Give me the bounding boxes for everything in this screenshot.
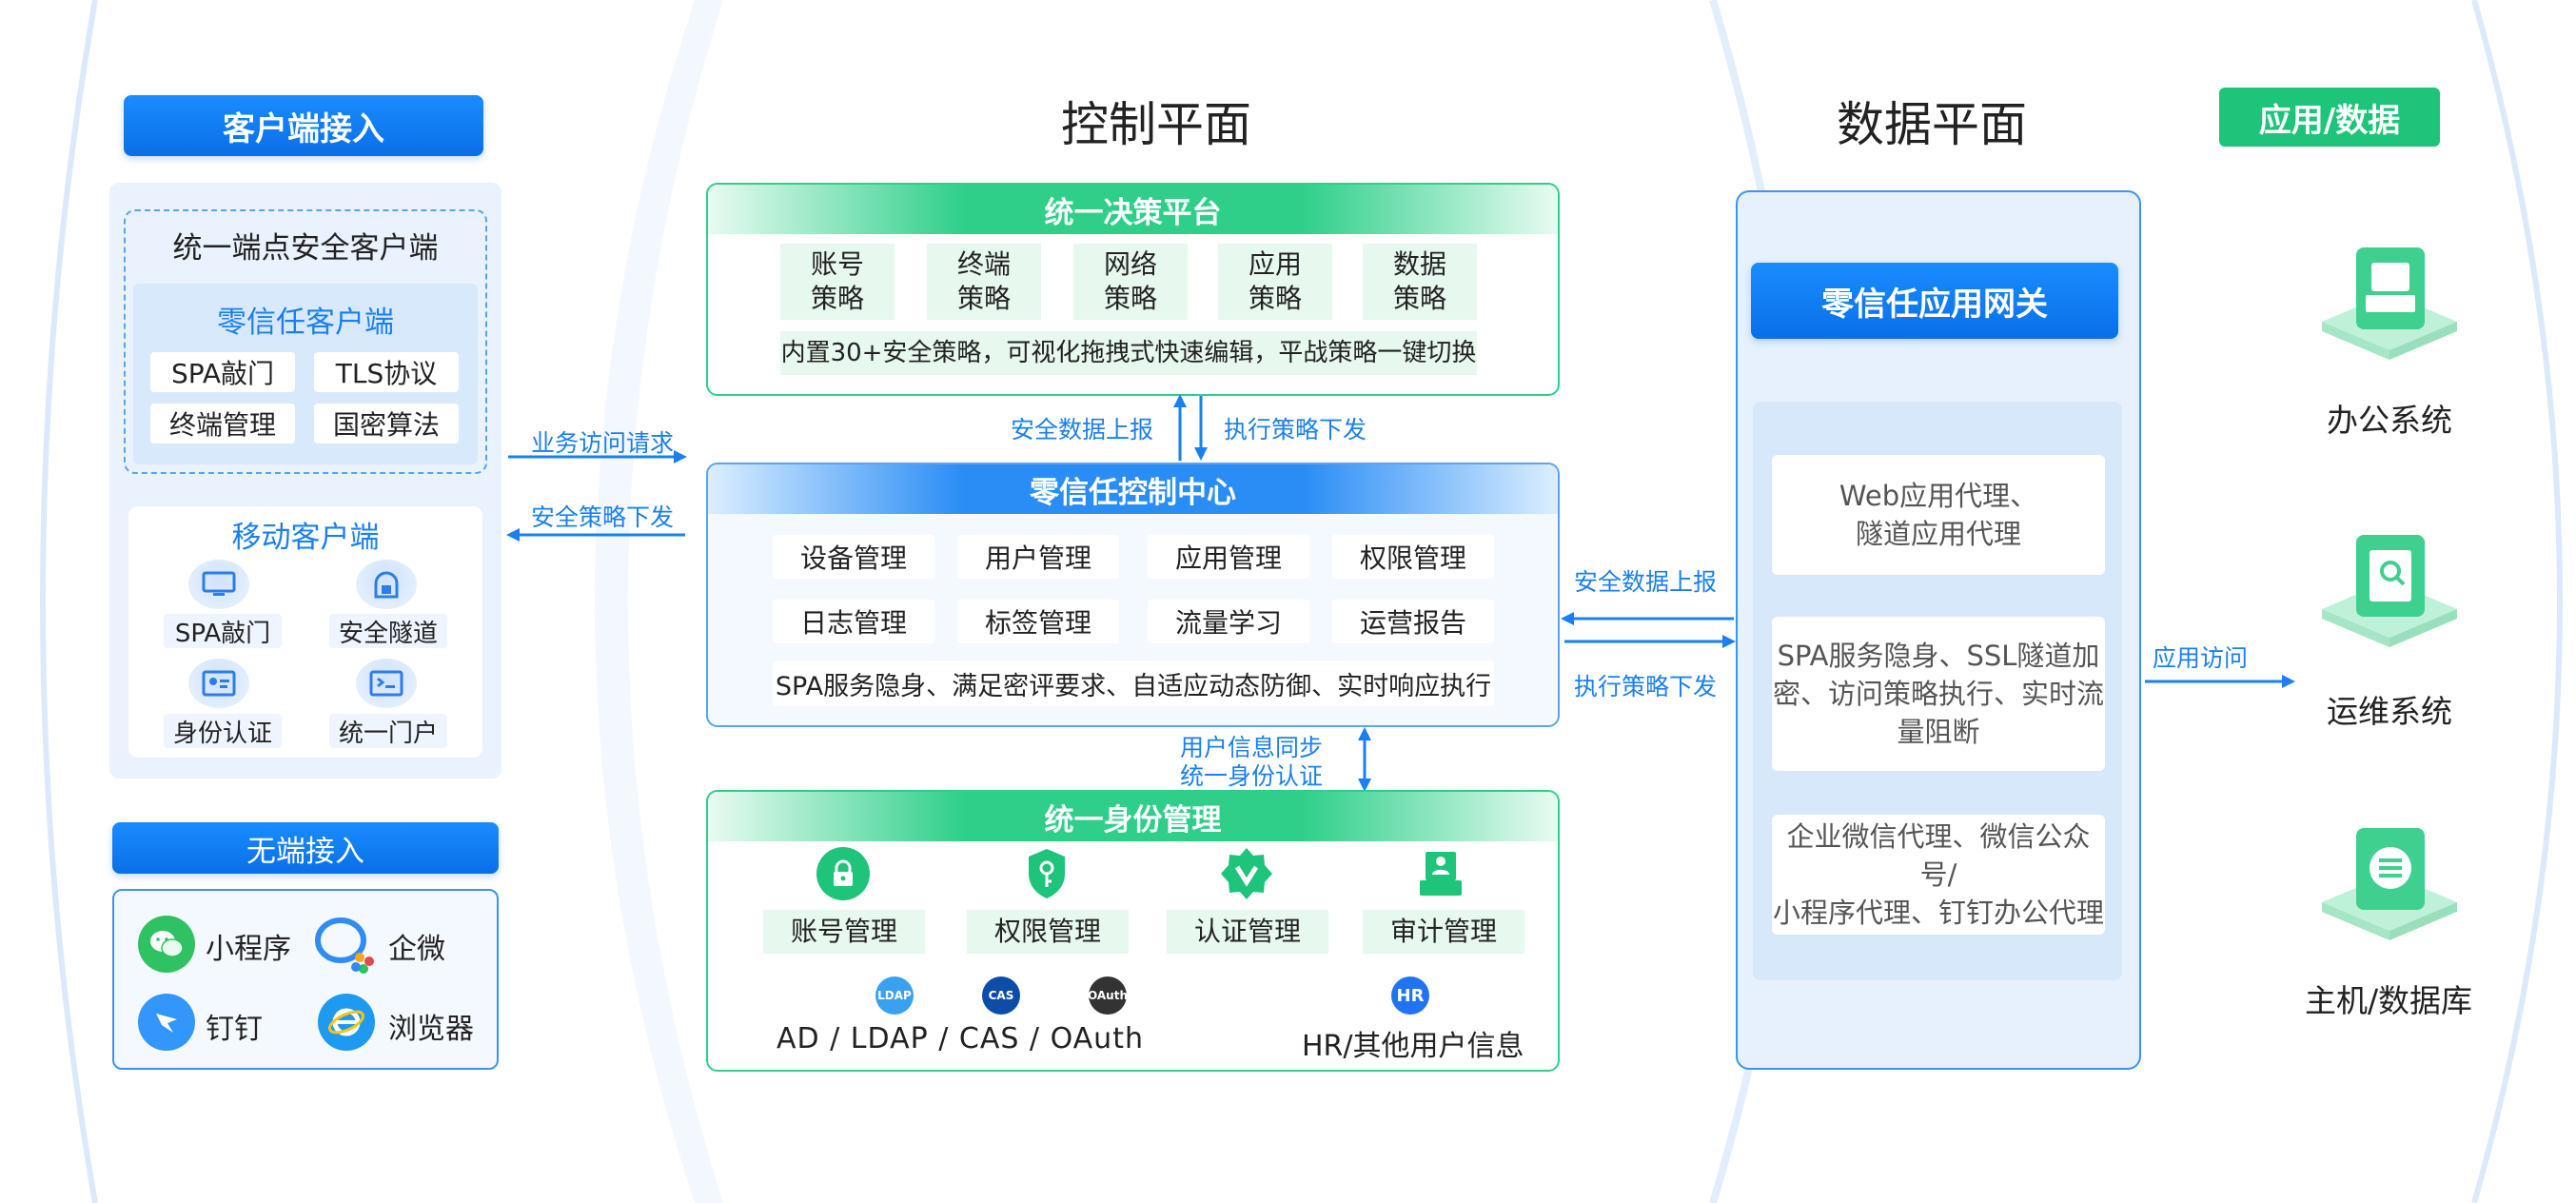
id-account: 账号管理 [763,910,925,954]
decision-note: 内置30+安全策略，可视化拖拽式快速编辑，平战策略一键切换 [780,331,1477,375]
id-auth: 认证管理 [1167,910,1328,954]
mobile-item-identity: 身份认证 [164,714,282,748]
cc-device: 设备管理 [773,535,934,579]
cc-report: 运营报告 [1332,600,1494,643]
wecom-icon [314,914,377,975]
policy-account: 账号 策略 [780,244,895,320]
sync-label-1: 用户信息同步 [1180,734,1324,761]
ie-browser-icon [318,994,375,1051]
gateway-header: 零信任应用网关 [1751,263,2118,339]
endless-item-browser: 浏览器 [388,1013,474,1046]
cc-app: 应用管理 [1148,535,1309,579]
verified-badge-icon [1218,845,1275,902]
right-label-up: 安全数据上报 [1574,568,1718,596]
identity-header: 统一身份管理 [708,792,1558,841]
lock-circle-icon [816,847,870,900]
mid-label-down: 执行策略下发 [1224,416,1367,444]
mobile-item-spa: SPA敲门 [164,614,282,648]
right-bidir-arrows [1561,612,1736,648]
unified-client-title: 统一端点安全客户端 [172,230,439,266]
app-ops: 运维系统 [2327,693,2452,730]
mid-label-up: 安全数据上报 [1011,416,1154,444]
control-plane-title: 控制平面 [1061,97,1251,152]
mobile-item-portal: 统一门户 [329,714,447,748]
hr-text: HR/其他用户信息 [1302,1030,1524,1063]
policy-terminal: 终端 策略 [927,244,1041,320]
zt-tag-spa: SPA敲门 [150,352,295,392]
arrow-label-request: 业务访问请求 [531,429,675,457]
app-access-label: 应用访问 [2153,644,2249,672]
cas-badge-icon: CAS [982,976,1020,1015]
left-arc [40,0,98,1203]
cc-note: SPA服务隐身、满足密评要求、自适应动态防御、实时响应执行 [773,661,1494,706]
ldap-badge-icon: LDAP [875,976,914,1015]
monitor-icon [188,560,249,609]
arrow-label-policy: 安全策略下发 [531,503,675,531]
hr-badge-icon: HR [1391,976,1429,1015]
oauth-badge-text: OAuth [1088,989,1128,1002]
gateway-card-spa: SPA服务隐身、SSL隧道加 密、访问策略执行、实时流 量阻断 [1772,617,2105,771]
center-arc-left [595,0,723,1203]
zt-tag-sm: 国密算法 [314,404,459,444]
mid-updown-arrows [1173,394,1208,461]
wechat-icon [138,916,195,973]
app-office: 办公系统 [2327,402,2452,439]
app-access-arrow [2145,675,2295,688]
cc-permission: 权限管理 [1332,535,1494,579]
cc-user: 用户管理 [957,535,1119,579]
endless-item-miniprogram: 小程序 [206,933,291,966]
mobile-item-tunnel: 安全隧道 [329,614,447,648]
apps-header: 应用/数据 [2219,88,2440,147]
policy-arrow [506,528,685,542]
control-center-header: 零信任控制中心 [708,464,1558,514]
office-printer-icon [2312,242,2467,375]
cc-traffic: 流量学习 [1148,600,1309,643]
unified-client-box [124,209,487,474]
id-audit: 审计管理 [1363,910,1524,954]
ops-clipboard-icon [2312,529,2467,662]
cc-log: 日志管理 [773,600,934,643]
gateway-card-proxy: Web应用代理、 隧道应用代理 [1772,455,2105,575]
dingtalk-icon [138,994,195,1051]
endless-item-dingtalk: 钉钉 [206,1013,263,1046]
id-card-icon [188,659,249,708]
id-permission: 权限管理 [967,910,1129,954]
policy-network: 网络 策略 [1073,244,1188,320]
zt-tag-tls: TLS协议 [314,352,459,392]
right-arc [2471,0,2563,1203]
endless-item-wecom: 企微 [388,933,445,966]
app-database: 主机/数据库 [2304,982,2473,1019]
ldap-badge-text: LDAP [877,989,912,1002]
decision-platform-header: 统一决策平台 [708,185,1558,234]
gateway-card-wechat: 企业微信代理、微信公众号/ 小程序代理、钉钉办公代理 [1772,815,2105,935]
portal-icon [356,659,417,708]
protocols-text: AD / LDAP / CAS / OAuth [777,1022,1144,1055]
policy-application: 应用 策略 [1218,244,1332,320]
oauth-badge-icon: OAuth [1088,976,1128,1015]
sync-arrow [1358,727,1371,792]
key-shield-icon [1020,845,1073,902]
zt-client-title: 零信任客户端 [217,305,394,340]
cc-tag: 标签管理 [957,600,1119,643]
mobile-client-title: 移动客户端 [231,520,380,555]
request-arrow [508,450,687,463]
cas-badge-text: CAS [988,989,1014,1002]
sync-label-2: 统一身份认证 [1180,762,1324,790]
database-icon [2312,822,2467,956]
lock-tunnel-icon [356,560,417,609]
zt-tag-terminal: 终端管理 [150,404,295,444]
policy-data: 数据 策略 [1363,244,1477,320]
audit-user-icon [1414,845,1467,902]
right-label-down: 执行策略下发 [1574,673,1718,700]
client-access-header: 客户端接入 [124,95,483,156]
hr-badge-text: HR [1396,985,1425,1006]
data-plane-title: 数据平面 [1837,97,2027,152]
endless-access-header: 无端接入 [112,822,499,874]
